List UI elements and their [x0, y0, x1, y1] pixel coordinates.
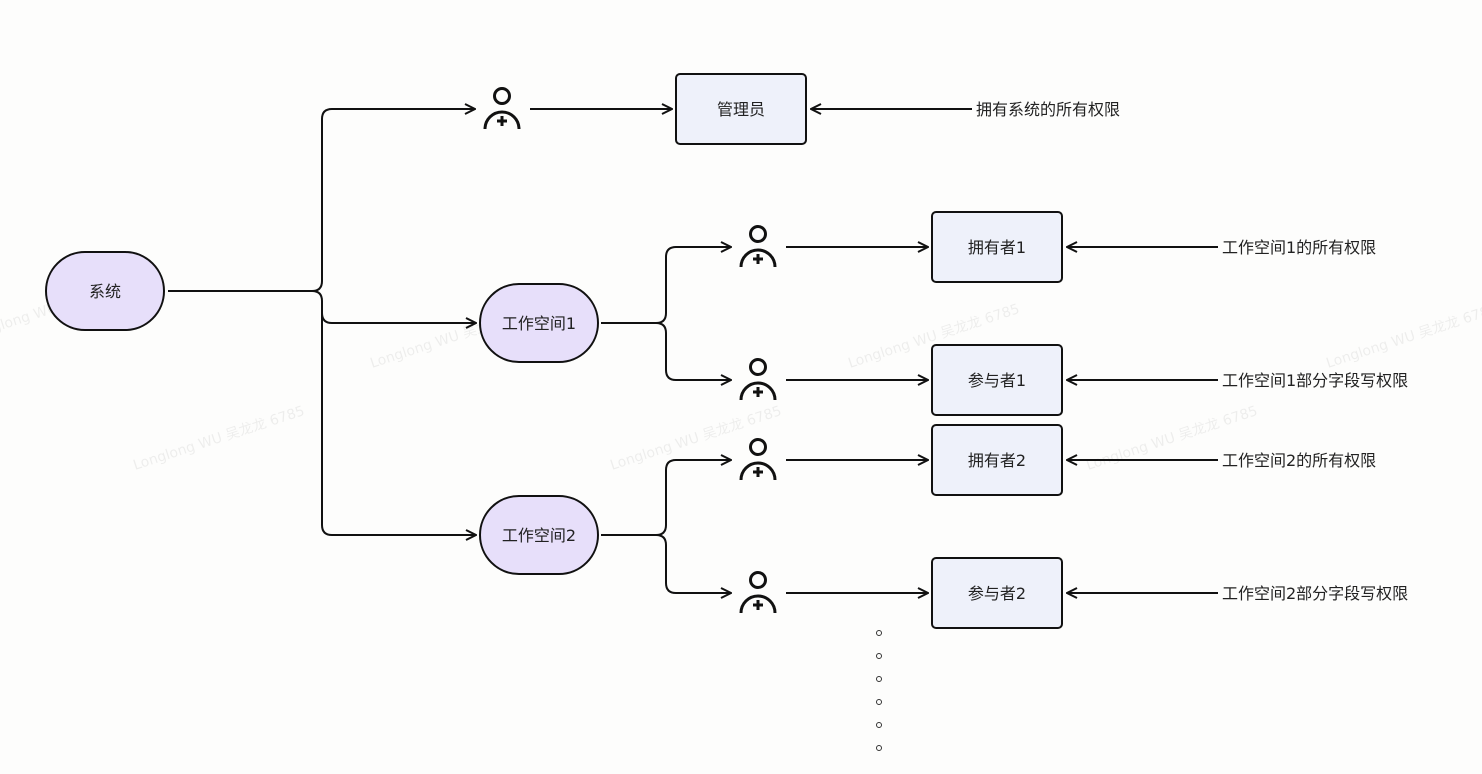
node-admin: 管理员 [675, 73, 807, 145]
add-user-icon [739, 225, 777, 269]
edge-ws2-participant [655, 534, 731, 593]
edge-ws1-participant [655, 322, 731, 380]
edge-ws2-owner [601, 460, 731, 536]
dot-icon [876, 630, 882, 636]
add-user-icon [739, 438, 777, 482]
dot-icon [876, 699, 882, 705]
description-participant1: 工作空间1部分字段写权限 [1222, 371, 1408, 390]
description-edges [811, 109, 1218, 593]
watermark: Longlong WU 吴龙龙 6785 [131, 403, 306, 474]
node-workspace2-label: 工作空间2 [502, 526, 576, 545]
description-owner1: 工作空间1的所有权限 [1222, 238, 1376, 257]
edge-system-workspace1 [311, 290, 476, 323]
edge-system-workspace2 [321, 313, 476, 535]
node-workspace2-shape [479, 495, 599, 575]
node-admin-label: 管理员 [717, 100, 765, 119]
add-user-icon [739, 358, 777, 402]
node-owner1-shape [931, 211, 1063, 283]
node-participant2-shape [931, 557, 1063, 629]
node-participant2-label: 参与者2 [968, 584, 1026, 603]
node-system-label: 系统 [89, 282, 121, 301]
dot-icon [876, 745, 882, 751]
node-workspace1-label: 工作空间1 [502, 314, 576, 333]
node-participant2: 参与者2 [931, 557, 1063, 629]
person-role-edges [530, 109, 928, 593]
system-edges [168, 109, 476, 535]
continuation-dots [876, 630, 882, 751]
node-owner2-shape [931, 424, 1063, 496]
node-admin-shape [675, 73, 807, 145]
node-participant1-shape [931, 344, 1063, 416]
dot-icon [876, 722, 882, 728]
node-owner2: 拥有者2 [931, 424, 1063, 496]
dot-icon [876, 653, 882, 659]
add-user-icon [739, 571, 777, 615]
node-system: 系统 [45, 251, 165, 331]
node-workspace2: 工作空间2 [479, 495, 599, 575]
node-workspace1-shape [479, 283, 599, 363]
workspace2-edges [601, 460, 731, 593]
node-participant1-label: 参与者1 [968, 371, 1026, 390]
description-owner2: 工作空间2的所有权限 [1222, 451, 1376, 470]
add-user-icon [483, 87, 521, 131]
edge-system-trunk [168, 109, 475, 292]
node-owner1: 拥有者1 [931, 211, 1063, 283]
descriptions: 拥有系统的所有权限 工作空间1的所有权限 工作空间1部分字段写权限 工作空间2的… [976, 100, 1408, 603]
edge-ws1-owner [601, 247, 731, 324]
node-system-shape [45, 251, 165, 331]
node-owner1-label: 拥有者1 [968, 238, 1026, 257]
description-participant2: 工作空间2部分字段写权限 [1222, 584, 1408, 603]
node-participant1: 参与者1 [931, 344, 1063, 416]
workspace1-edges [601, 247, 731, 380]
node-workspace1: 工作空间1 [479, 283, 599, 363]
dot-icon [876, 676, 882, 682]
watermark: Longlong WU 吴龙龙 6785 [1324, 301, 1482, 372]
node-owner2-label: 拥有者2 [968, 451, 1026, 470]
description-admin: 拥有系统的所有权限 [976, 100, 1120, 119]
